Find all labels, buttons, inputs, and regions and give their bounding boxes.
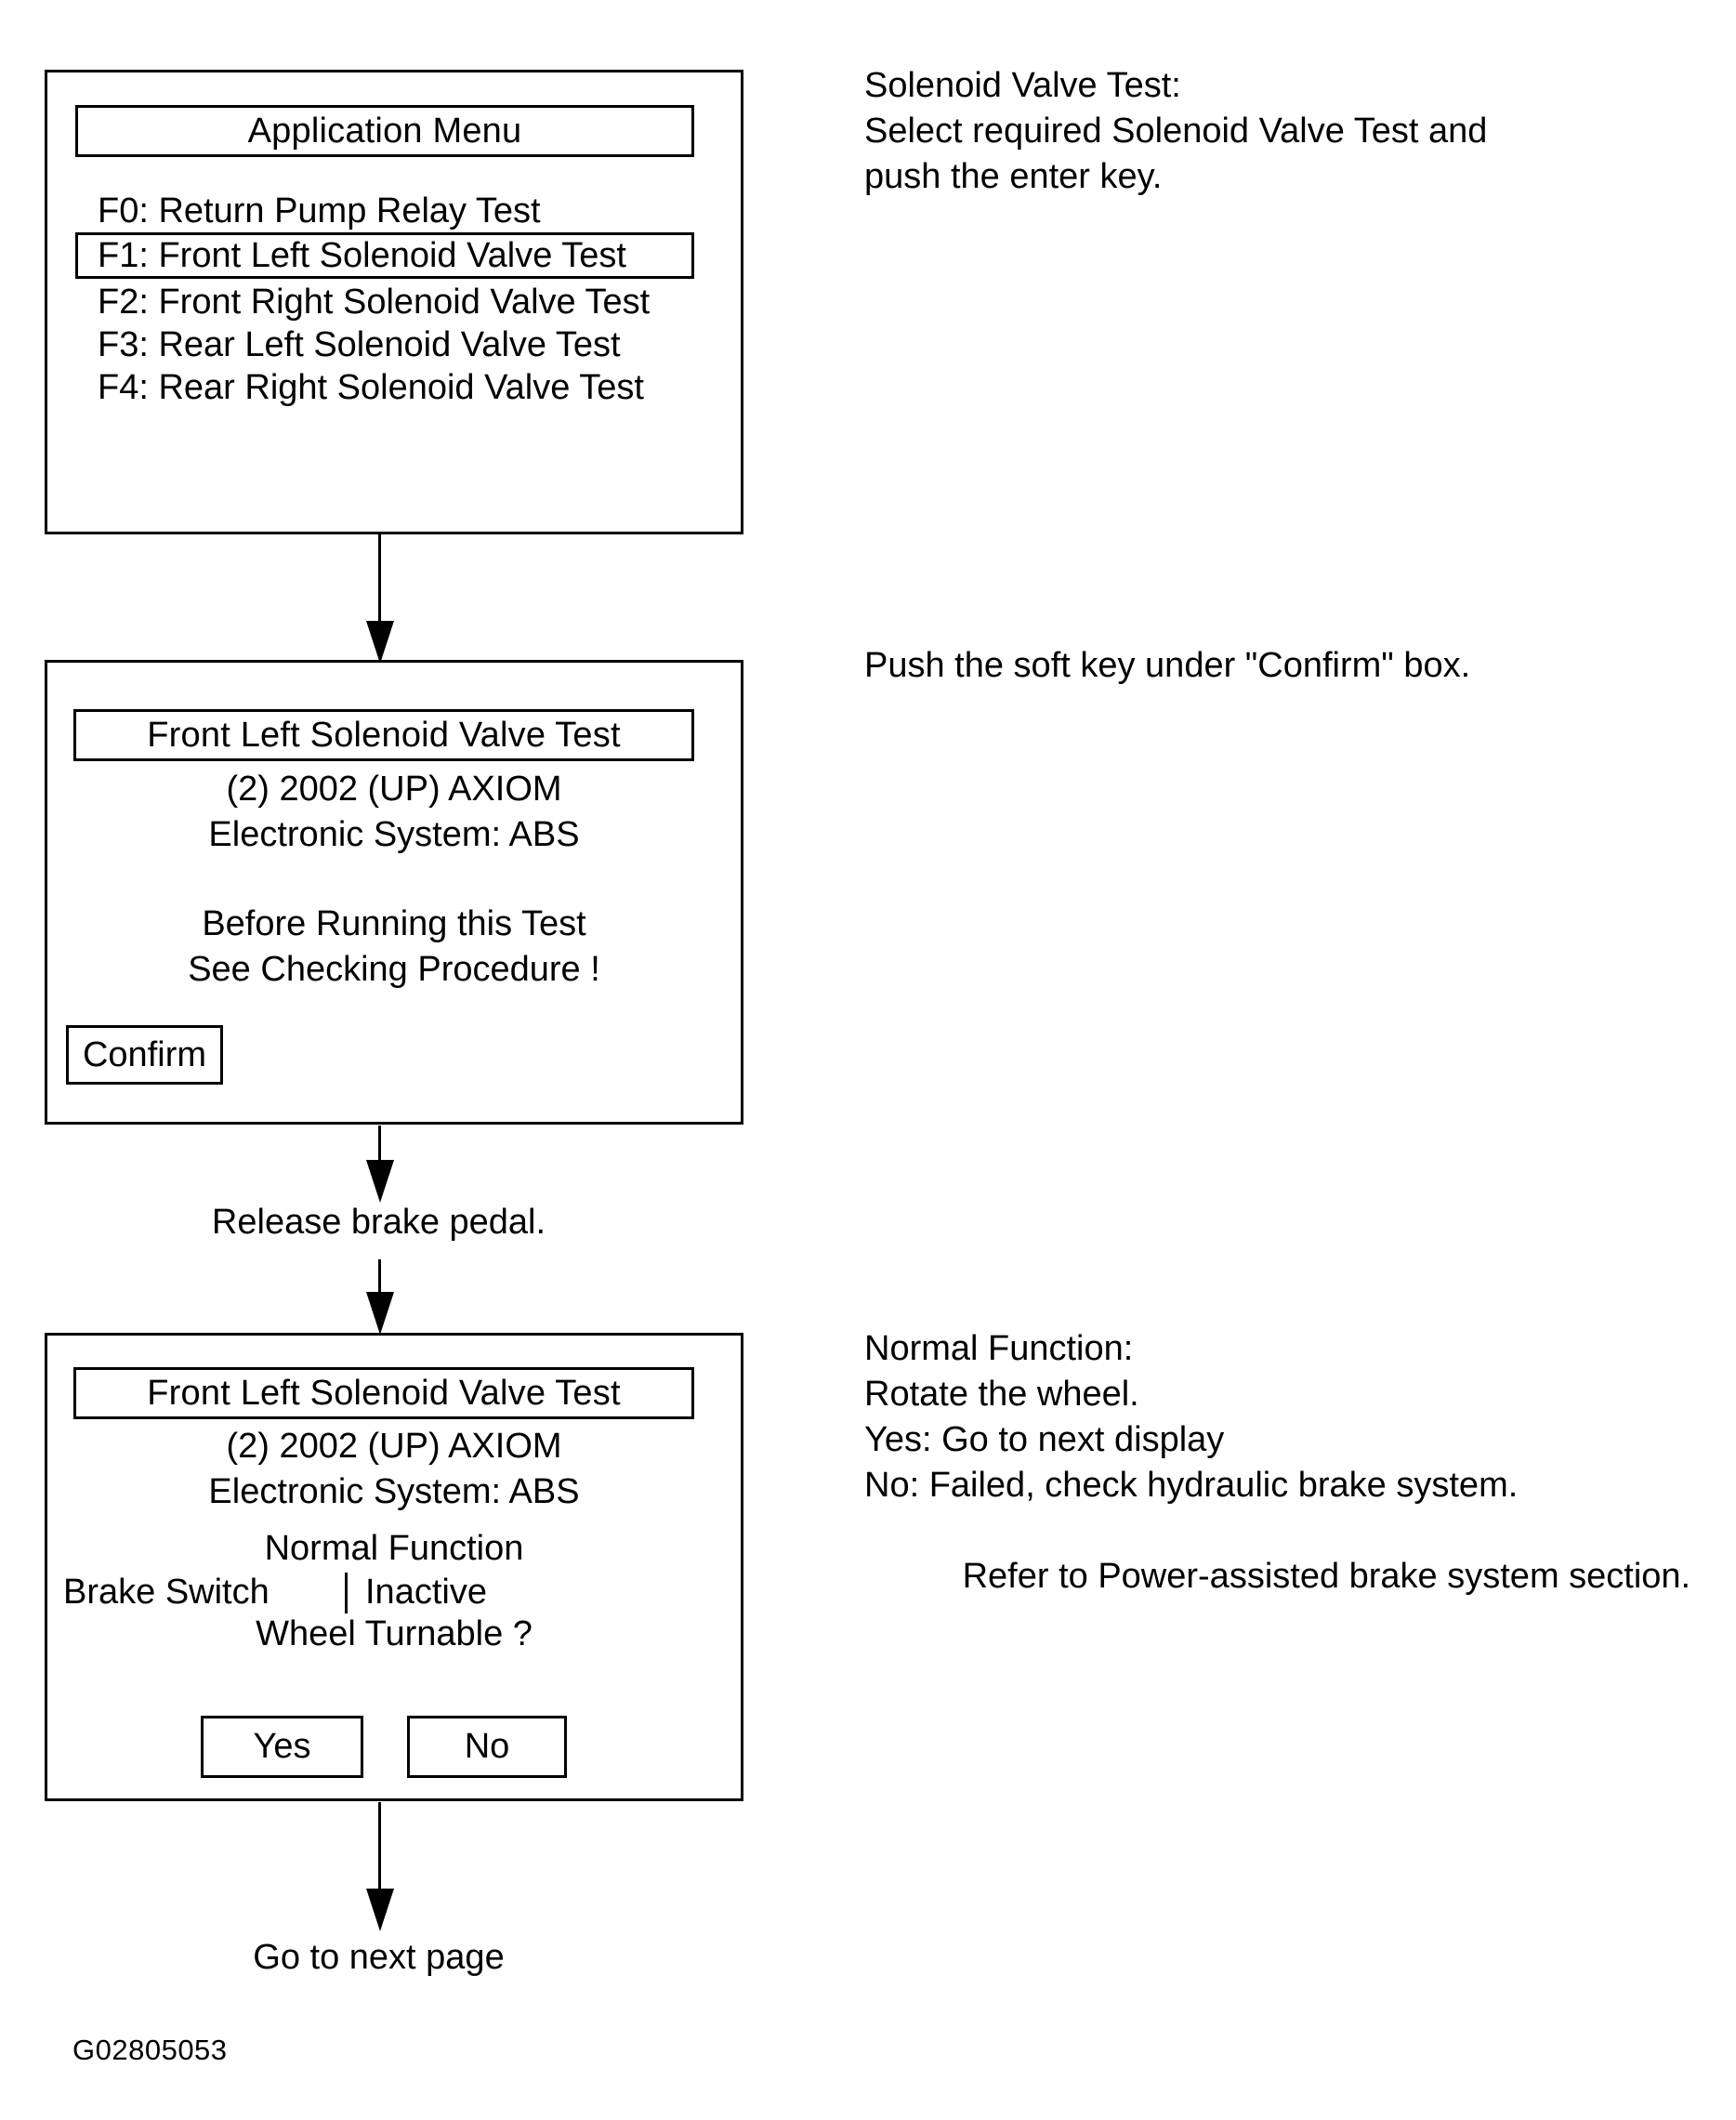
application-menu-screen: Application Menu F0: Return Pump Relay T… — [45, 70, 743, 534]
menu-item-f3[interactable]: F3: Rear Left Solenoid Valve Test — [75, 323, 717, 367]
brake-switch-label-text: Brake Switch — [63, 1573, 270, 1612]
menu-note-heading: Solenoid Valve Test: — [864, 63, 1181, 109]
figure-id: G02805053 — [72, 2034, 228, 2067]
figure-id-text: G02805053 — [72, 2034, 228, 2066]
menu-note-line2-text: push the enter key. — [864, 157, 1163, 196]
result-title-bar: Front Left Solenoid Valve Test — [73, 1367, 694, 1419]
result-note-line1-text: Rotate the wheel. — [864, 1375, 1139, 1414]
brake-switch-value-text: Inactive — [365, 1573, 487, 1612]
confirm-title-text: Front Left Solenoid Valve Test — [147, 715, 621, 755]
no-button-label: No — [464, 1727, 510, 1766]
flow-arrow-4-head — [366, 1889, 394, 1931]
flow-arrow-2-head — [366, 1160, 394, 1203]
wheel-turnable-question-text: Wheel Turnable ? — [256, 1614, 533, 1653]
result-title-text: Front Left Solenoid Valve Test — [147, 1373, 621, 1413]
result-vehicle-line: (2) 2002 (UP) AXIOM — [47, 1427, 741, 1467]
menu-item-f2[interactable]: F2: Front Right Solenoid Valve Test — [75, 280, 717, 324]
flow-arrow-1-head — [366, 621, 394, 664]
result-note-line3: No: Failed, check hydraulic brake system… — [864, 1463, 1518, 1508]
brake-switch-label: Brake Switch — [63, 1573, 270, 1613]
confirm-vehicle-line: (2) 2002 (UP) AXIOM — [47, 770, 741, 810]
flow-arrow-4-stem — [378, 1802, 381, 1895]
brake-switch-value: Inactive — [365, 1573, 487, 1613]
result-system-text: Electronic System: ABS — [208, 1472, 580, 1511]
brake-switch-separator — [345, 1573, 348, 1613]
result-note-line1: Rotate the wheel. — [864, 1372, 1139, 1417]
menu-note-line1: Select required Solenoid Valve Test and — [864, 109, 1487, 154]
menu-note-line1-text: Select required Solenoid Valve Test and — [864, 112, 1488, 151]
flow-arrow-3-head — [366, 1292, 394, 1335]
confirm-system-line: Electronic System: ABS — [47, 815, 741, 855]
confirm-system-text: Electronic System: ABS — [208, 815, 580, 854]
yes-button-label: Yes — [253, 1727, 311, 1766]
menu-note-line2: push the enter key. — [864, 154, 1162, 200]
confirm-warning-2-text: See Checking Procedure ! — [188, 950, 600, 989]
release-brake-caption-text: Release brake pedal. — [211, 1203, 546, 1242]
confirm-button[interactable]: Confirm — [66, 1025, 223, 1085]
yes-button[interactable]: Yes — [201, 1716, 363, 1778]
confirm-note: Push the soft key under "Confirm" box. — [864, 643, 1470, 689]
go-to-next-page-caption: Go to next page — [0, 1938, 757, 1978]
menu-item-f4[interactable]: F4: Rear Right Solenoid Valve Test — [75, 365, 717, 410]
result-note-line4-text: Refer to Power-assisted brake system sec… — [884, 1557, 1691, 1596]
flow-arrow-1-stem — [378, 534, 381, 627]
release-brake-caption: Release brake pedal. — [0, 1203, 757, 1243]
confirm-vehicle-text: (2) 2002 (UP) AXIOM — [226, 770, 562, 809]
confirm-title-bar: Front Left Solenoid Valve Test — [73, 709, 694, 761]
menu-note-heading-text: Solenoid Valve Test: — [864, 66, 1181, 105]
no-button[interactable]: No — [407, 1716, 567, 1778]
confirm-warning-line-2: See Checking Procedure ! — [47, 950, 741, 990]
result-note-heading-text: Normal Function: — [864, 1329, 1134, 1368]
result-note-line2-text: Yes: Go to next display — [864, 1420, 1225, 1459]
menu-item-f4-label: F4: Rear Right Solenoid Valve Test — [98, 367, 644, 407]
result-note-line4: Refer to Power-assisted brake system sec… — [864, 1508, 1691, 1600]
confirm-button-label: Confirm — [82, 1034, 207, 1074]
confirm-warning-line-1: Before Running this Test — [47, 904, 741, 944]
menu-item-f3-label: F3: Rear Left Solenoid Valve Test — [98, 324, 621, 364]
menu-title-text: Application Menu — [247, 111, 522, 151]
result-note-heading: Normal Function: — [864, 1326, 1133, 1372]
menu-item-f0[interactable]: F0: Return Pump Relay Test — [75, 189, 717, 233]
flow-arrow-3-stem — [378, 1259, 381, 1298]
menu-item-f1-label: F1: Front Left Solenoid Valve Test — [98, 235, 626, 275]
result-screen: Front Left Solenoid Valve Test (2) 2002 … — [45, 1333, 743, 1801]
result-system-line: Electronic System: ABS — [47, 1472, 741, 1512]
menu-title-bar: Application Menu — [75, 105, 694, 157]
confirm-screen: Front Left Solenoid Valve Test (2) 2002 … — [45, 660, 743, 1125]
confirm-warning-1-text: Before Running this Test — [202, 904, 586, 943]
flow-arrow-2-stem — [378, 1126, 381, 1166]
go-to-next-page-caption-text: Go to next page — [253, 1938, 505, 1977]
confirm-note-text: Push the soft key under "Confirm" box. — [864, 646, 1471, 685]
wheel-turnable-question: Wheel Turnable ? — [47, 1614, 741, 1654]
menu-item-f0-label: F0: Return Pump Relay Test — [98, 191, 541, 230]
menu-item-f2-label: F2: Front Right Solenoid Valve Test — [98, 282, 651, 322]
result-note-line3-text: No: Failed, check hydraulic brake system… — [864, 1466, 1519, 1505]
menu-item-f1[interactable]: F1: Front Left Solenoid Valve Test — [75, 232, 694, 279]
result-status-text: Normal Function — [264, 1529, 524, 1568]
result-status-line: Normal Function — [47, 1529, 741, 1569]
result-vehicle-text: (2) 2002 (UP) AXIOM — [226, 1427, 562, 1466]
result-note-line2: Yes: Go to next display — [864, 1417, 1224, 1463]
